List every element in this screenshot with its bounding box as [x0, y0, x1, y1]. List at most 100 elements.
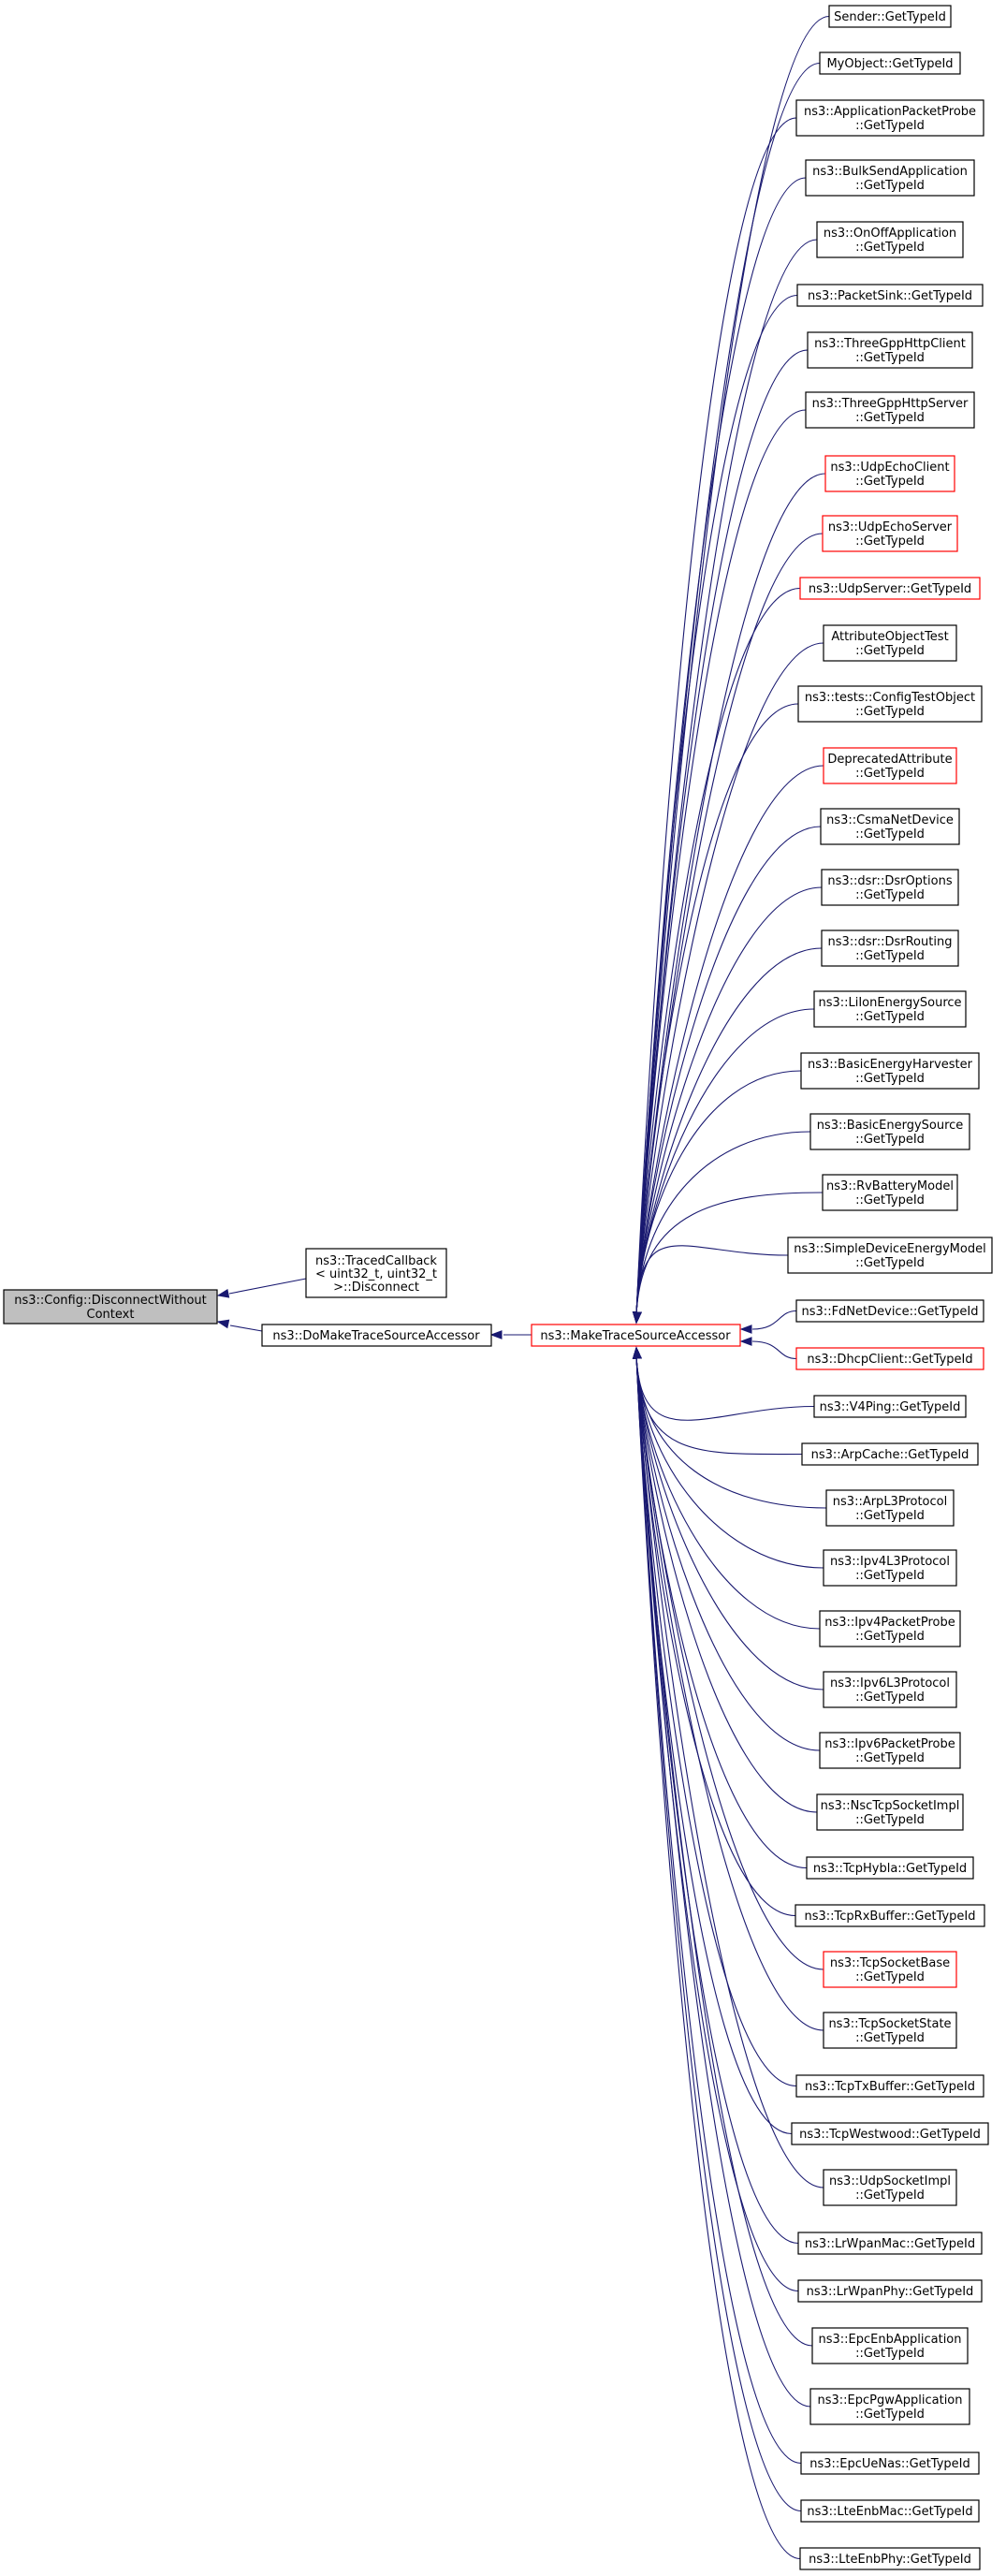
edge-arrowhead — [739, 1337, 752, 1346]
node-label-line: ns3::LrWpanMac::GetTypeId — [805, 2237, 975, 2251]
edge-traced-to-root — [228, 1278, 307, 1295]
node-tcpsocketbase-gettypeid[interactable]: ns3::TcpSocketBase ::GetTypeId — [823, 1951, 957, 1988]
node-label-line: ns3::UdpSocketImpl — [829, 2174, 951, 2188]
node-config-disconnect-without-context[interactable]: ns3::Config::DisconnectWithout Context — [3, 1289, 218, 1325]
edge-caller-to-make — [635, 117, 797, 1316]
node-label-line: ns3::TcpTxBuffer::GetTypeId — [805, 2080, 975, 2094]
node-label-line: ns3::MakeTraceSourceAccessor — [540, 1329, 731, 1343]
node-label-line: ns3::PacketSink::GetTypeId — [808, 289, 972, 303]
node-basicenergysource-gettypeid[interactable]: ns3::BasicEnergySource ::GetTypeId — [809, 1113, 970, 1150]
node-ipv6l3protocol-gettypeid[interactable]: ns3::Ipv6L3Protocol ::GetTypeId — [823, 1671, 957, 1708]
node-label-line: ns3::Ipv4L3Protocol — [830, 1555, 950, 1569]
node-do-make-trace-source-accessor[interactable]: ns3::DoMakeTraceSourceAccessor — [261, 1324, 492, 1347]
node-tcpwestwood-gettypeid[interactable]: ns3::TcpWestwood::GetTypeId — [791, 2122, 989, 2145]
node-label-line: ::GetTypeId — [855, 2408, 925, 2422]
node-lteenbphy-gettypeid[interactable]: ns3::LteEnbPhy::GetTypeId — [799, 2547, 981, 2570]
node-threegpphttpserver-gettypeid[interactable]: ns3::ThreeGppHttpServer ::GetTypeId — [805, 391, 975, 429]
node-myobject-gettypeid[interactable]: MyObject::GetTypeId — [819, 51, 961, 75]
node-basicenergyharvester-gettypeid[interactable]: ns3::BasicEnergyHarvester ::GetTypeId — [800, 1052, 980, 1090]
node-label-line: ::GetTypeId — [855, 705, 925, 719]
node-label-line: ::GetTypeId — [855, 1690, 925, 1705]
edge-arrowhead — [489, 1330, 503, 1339]
node-label-line: ns3::V4Ping::GetTypeId — [820, 1400, 961, 1414]
node-tcpsocketstate-gettypeid[interactable]: ns3::TcpSocketState ::GetTypeId — [823, 2012, 957, 2049]
node-label-line: ns3::EpcPgwApplication — [817, 2393, 962, 2408]
edges-layer — [216, 15, 830, 2560]
node-arpl3protocol-gettypeid[interactable]: ns3::ArpL3Protocol ::GetTypeId — [825, 1489, 955, 1527]
edge-caller-to-make — [635, 1070, 802, 1316]
node-sender-gettypeid[interactable]: Sender::GetTypeId — [828, 5, 952, 28]
node-configtestobject-gettypeid[interactable]: ns3::tests::ConfigTestObject ::GetTypeId — [797, 685, 983, 723]
edge-caller-to-make — [635, 1354, 821, 1630]
node-arpcache-gettypeid[interactable]: ns3::ArpCache::GetTypeId — [801, 1442, 979, 1466]
edge-caller-to-make — [635, 1354, 815, 1421]
node-onoffapplication-gettypeid[interactable]: ns3::OnOffApplication ::GetTypeId — [816, 221, 964, 258]
node-dsrrouting-gettypeid[interactable]: ns3::dsr::DsrRouting ::GetTypeId — [821, 929, 959, 967]
node-label-line: ::GetTypeId — [855, 767, 925, 781]
node-label-line: ns3::CsmaNetDevice — [826, 813, 954, 827]
node-dhcpclient-gettypeid[interactable]: ns3::DhcpClient::GetTypeId — [795, 1347, 984, 1370]
edge-caller-to-make — [751, 1310, 797, 1330]
node-dsroptions-gettypeid[interactable]: ns3::dsr::DsrOptions ::GetTypeId — [821, 869, 959, 906]
node-ipv4l3protocol-gettypeid[interactable]: ns3::Ipv4L3Protocol ::GetTypeId — [823, 1549, 957, 1587]
node-epcenbapplication-gettypeid[interactable]: ns3::EpcEnbApplication ::GetTypeId — [811, 2327, 969, 2364]
edge-caller-to-make — [635, 533, 824, 1316]
edge-caller-to-make — [635, 703, 799, 1316]
node-tcphybla-gettypeid[interactable]: ns3::TcpHybla::GetTypeId — [806, 1856, 974, 1880]
node-applicationpacketprobe-gettypeid[interactable]: ns3::ApplicationPacketProbe ::GetTypeId — [795, 99, 984, 137]
node-label-line: ::GetTypeId — [855, 2031, 925, 2045]
edge-caller-to-make — [635, 1354, 821, 1751]
node-label-line: ns3::ApplicationPacketProbe — [804, 105, 976, 119]
node-label-line: ns3::dsr::DsrOptions — [827, 874, 952, 888]
node-ipv6packetprobe-gettypeid[interactable]: ns3::Ipv6PacketProbe ::GetTypeId — [819, 1732, 961, 1769]
node-attributeobjecttest-gettypeid[interactable]: AttributeObjectTest ::GetTypeId — [823, 624, 957, 662]
node-label-line: >::Disconnect — [333, 1281, 419, 1295]
node-bulksendapplication-gettypeid[interactable]: ns3::BulkSendApplication ::GetTypeId — [805, 159, 975, 197]
node-lteenbmac-gettypeid[interactable]: ns3::LteEnbMac::GetTypeId — [800, 2499, 980, 2523]
node-udpsocketimpl-gettypeid[interactable]: ns3::UdpSocketImpl ::GetTypeId — [823, 2169, 957, 2206]
node-liionenergysource-gettypeid[interactable]: ns3::LiIonEnergySource ::GetTypeId — [813, 990, 967, 1028]
edge-caller-to-make — [635, 1354, 808, 1869]
node-packetsink-gettypeid[interactable]: ns3::PacketSink::GetTypeId — [796, 284, 984, 307]
node-lrwpanphy-gettypeid[interactable]: ns3::LrWpanPhy::GetTypeId — [797, 2279, 983, 2303]
node-ipv4packetprobe-gettypeid[interactable]: ns3::Ipv4PacketProbe ::GetTypeId — [819, 1610, 961, 1647]
node-epcuenas-gettypeid[interactable]: ns3::EpcUeNas::GetTypeId — [800, 2452, 980, 2475]
edge-arrowhead — [632, 1311, 642, 1325]
edge-caller-to-make — [635, 1354, 799, 2245]
node-label-line: ns3::TcpWestwood::GetTypeId — [799, 2128, 981, 2142]
node-make-trace-source-accessor[interactable]: ns3::MakeTraceSourceAccessor — [531, 1324, 741, 1347]
node-udpechoclient-gettypeid[interactable]: ns3::UdpEchoClient ::GetTypeId — [824, 455, 955, 492]
node-tcprxbuffer-gettypeid[interactable]: ns3::TcpRxBuffer::GetTypeId — [795, 1904, 985, 1927]
node-label-line: ns3::DhcpClient::GetTypeId — [807, 1353, 972, 1367]
edge-caller-to-make — [635, 1354, 801, 2560]
node-label-line: MyObject::GetTypeId — [826, 57, 953, 71]
node-simpledeviceenergymodel-gettypeid[interactable]: ns3::SimpleDeviceEnergyModel ::GetTypeId — [787, 1237, 993, 1274]
node-csmanetdevice-gettypeid[interactable]: ns3::CsmaNetDevice ::GetTypeId — [820, 808, 960, 845]
node-epcpgwapplication-gettypeid[interactable]: ns3::EpcPgwApplication ::GetTypeId — [809, 2388, 970, 2425]
edge-arrowhead — [216, 1319, 230, 1329]
node-lrwpanmac-gettypeid[interactable]: ns3::LrWpanMac::GetTypeId — [797, 2232, 983, 2255]
edge-caller-to-make — [635, 294, 798, 1316]
edge-caller-to-make — [635, 1354, 811, 2408]
node-threegpphttpclient-gettypeid[interactable]: ns3::ThreeGppHttpClient ::GetTypeId — [807, 331, 973, 369]
node-v4ping-gettypeid[interactable]: ns3::V4Ping::GetTypeId — [813, 1395, 967, 1418]
node-rvbatterymodel-gettypeid[interactable]: ns3::RvBatteryModel ::GetTypeId — [822, 1174, 958, 1211]
node-label-line: ::GetTypeId — [855, 888, 925, 902]
node-label-line: ns3::ThreeGppHttpServer — [812, 397, 969, 411]
node-udpserver-gettypeid[interactable]: ns3::UdpServer::GetTypeId — [799, 577, 981, 600]
node-deprecatedattribute-gettypeid[interactable]: DeprecatedAttribute ::GetTypeId — [823, 747, 957, 784]
node-label-line: ns3::DoMakeTraceSourceAccessor — [272, 1329, 480, 1343]
node-traced-callback-disconnect[interactable]: ns3::TracedCallback < uint32_t, uint32_t… — [305, 1248, 447, 1298]
edge-caller-to-make — [635, 1354, 824, 1690]
node-nsctcpsocketimpl-gettypeid[interactable]: ns3::NscTcpSocketImpl ::GetTypeId — [816, 1793, 964, 1831]
node-label-line: ns3::UdpServer::GetTypeId — [809, 582, 971, 596]
node-udpechoserver-gettypeid[interactable]: ns3::UdpEchoServer ::GetTypeId — [822, 515, 958, 552]
node-tcptxbuffer-gettypeid[interactable]: ns3::TcpTxBuffer::GetTypeId — [795, 2074, 984, 2098]
node-label-line: ns3::UdpEchoClient — [830, 461, 949, 475]
node-label-line: DeprecatedAttribute — [827, 753, 952, 767]
node-fdnetdevice-gettypeid[interactable]: ns3::FdNetDevice::GetTypeId — [795, 1299, 984, 1323]
edge-arrowhead — [739, 1325, 752, 1334]
node-label-line: ::GetTypeId — [855, 411, 925, 425]
edge-caller-to-make — [635, 1192, 824, 1316]
edge-caller-to-make — [635, 1354, 824, 1569]
